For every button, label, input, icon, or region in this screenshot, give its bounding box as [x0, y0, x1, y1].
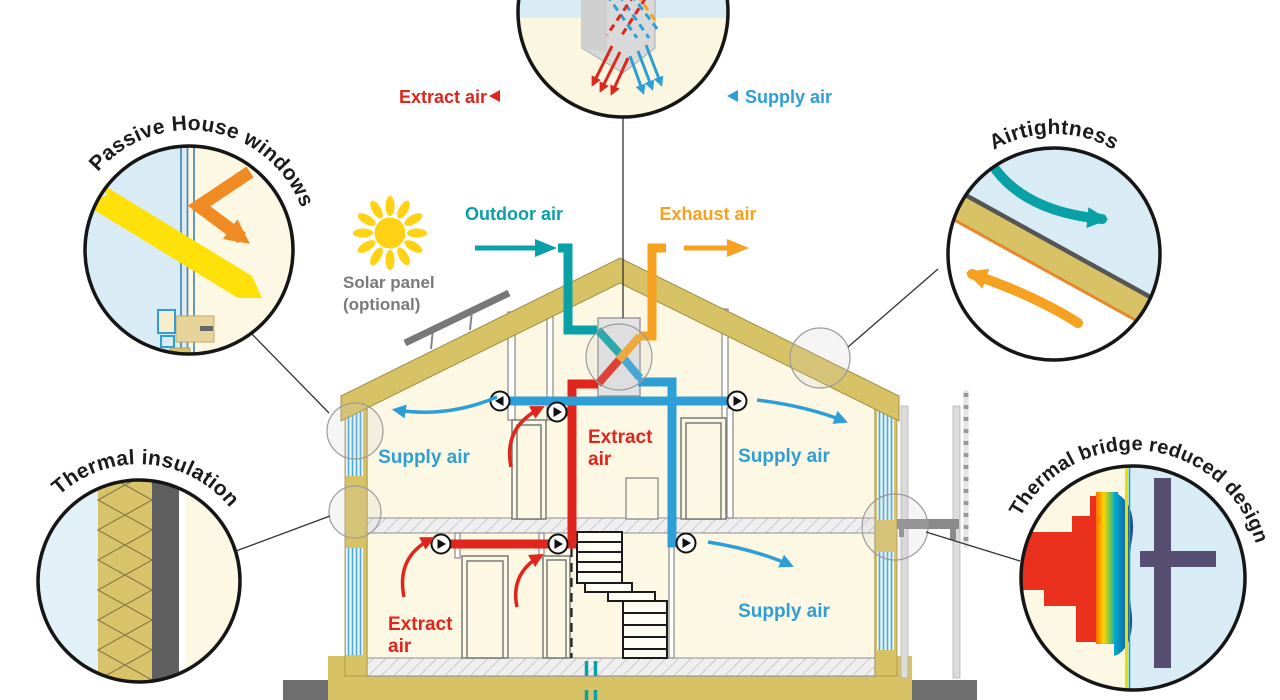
highlight-window	[326, 402, 384, 460]
thermal-bridge-detail-circle: Thermal bridge reduced design	[1005, 433, 1272, 692]
outdoor-air-pipe	[558, 243, 597, 335]
supply-flow-arrow-icon	[391, 395, 498, 419]
air-valves	[430, 390, 748, 555]
left-triangle-icon	[727, 90, 738, 102]
exhaust-air-label: Exhaust air	[659, 204, 756, 224]
supply-air-top-label: Supply air	[745, 87, 832, 107]
extract-flow-arrow-icon	[507, 406, 545, 468]
extract-air-top-label: Extract air	[399, 87, 487, 107]
exhaust-air-pipe	[640, 243, 666, 341]
solar-gain-arrow-icon	[86, 183, 262, 298]
valve-icon	[726, 390, 748, 412]
leader-lines	[235, 118, 1021, 562]
supply-air-label: Supply air	[738, 601, 830, 622]
heat-exchanger-detail-circle: Extract air Supply air	[399, 0, 832, 119]
inside-air-deflect-arrow-icon	[966, 268, 1083, 328]
highlight-roof	[789, 327, 851, 389]
balcony-post-section	[1154, 478, 1171, 668]
airflow-arrows	[391, 395, 848, 608]
pipe-labels: Outdoor air Exhaust air Solar panel (opt…	[343, 204, 757, 314]
thermal-plume-warm	[1021, 496, 1098, 642]
room-labels: Supply air Extract air Supply air Extrac…	[378, 427, 830, 657]
middle-floor-slab	[366, 517, 876, 534]
balcony-post	[900, 405, 909, 679]
outside-air-deflect-arrow-icon	[991, 165, 1109, 229]
supply-air-label: Supply air	[378, 447, 470, 468]
extract-riser-pipe	[567, 379, 598, 544]
thermal-gradient	[1096, 492, 1118, 644]
windows-detail-circle: Passive House windows	[83, 112, 318, 356]
detail-highlight-circles	[326, 323, 929, 561]
ground-pipe-marks	[584, 661, 598, 700]
insulation-layer	[98, 480, 152, 682]
extract-air-label: Extract	[588, 427, 653, 448]
staircase	[576, 531, 668, 659]
valve-icon	[489, 390, 511, 412]
valve-icon	[675, 532, 697, 554]
balcony-railing	[963, 390, 969, 548]
solar-panel-label: (optional)	[343, 295, 420, 314]
heat-exchanger-crossflow	[594, 327, 644, 387]
outdoor-air-arrow-icon	[475, 239, 557, 257]
outdoor-air-label: Outdoor air	[465, 204, 563, 224]
roof-layer	[948, 188, 1160, 328]
valve-icon	[430, 533, 452, 555]
thermal-plume-cold	[1114, 492, 1133, 656]
extract-flow-arrow-icon	[513, 553, 544, 608]
highlight-wall	[328, 485, 382, 539]
balcony-slab-section	[1140, 551, 1216, 567]
reflected-heat-arrow-icon	[187, 166, 254, 244]
highlight-heat-exchanger	[585, 323, 653, 391]
highlight-balcony	[861, 493, 929, 561]
structure-layer	[152, 480, 179, 682]
valve-icon	[546, 401, 568, 423]
supply-flow-arrow-icon	[707, 540, 794, 568]
house-cross-section	[283, 196, 977, 700]
supply-air-label: Supply air	[738, 446, 830, 467]
ventilation-system	[438, 239, 749, 549]
ground-floor-slab	[366, 657, 876, 677]
solar-panel-label: Solar panel	[343, 273, 435, 292]
extract-flow-arrow-icon	[400, 537, 435, 598]
left-triangle-icon	[489, 90, 500, 102]
exhaust-air-arrow-icon	[684, 239, 749, 257]
extract-air-label: air	[388, 636, 412, 657]
window-frame-detail	[157, 309, 215, 354]
heat-exchanger-unit	[597, 317, 641, 397]
airtightness-detail-circle: Airtightness	[946, 116, 1162, 362]
doors	[461, 417, 727, 659]
extract-air-label: air	[588, 449, 612, 470]
solar-panel	[403, 289, 511, 350]
cabinet	[625, 477, 659, 520]
insulation-detail-circle: Thermal insulation	[36, 446, 243, 684]
sun-icon	[353, 196, 427, 270]
roof	[340, 257, 900, 422]
supply-flow-arrow-icon	[756, 398, 848, 424]
valve-icon	[547, 533, 569, 555]
extract-air-label: Extract	[388, 614, 453, 635]
